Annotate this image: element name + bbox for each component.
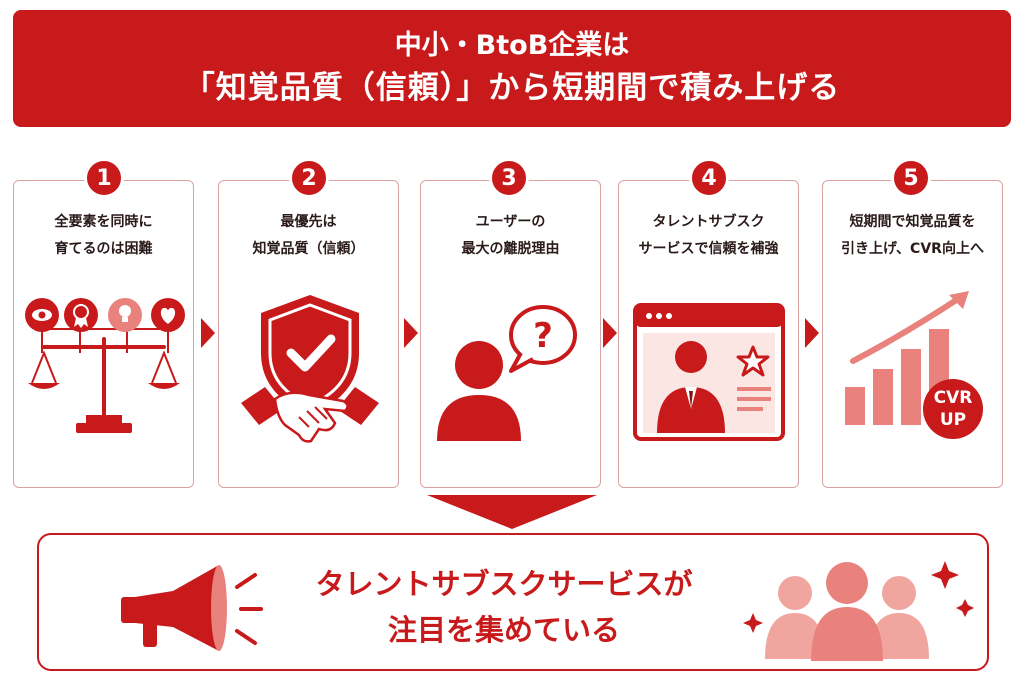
chevron-right-icon	[805, 318, 819, 348]
step-card-4: タレントサブスク サービスで信頼を補強	[618, 180, 799, 488]
header-title-line1: 中小・BtoB企業は	[394, 29, 630, 61]
cvr-up-label-line1: CVR	[934, 388, 973, 408]
question-bubble-icon: ?	[509, 305, 577, 373]
sparkle-icon	[931, 561, 959, 589]
browser-window-icon	[633, 303, 785, 441]
step-number-badge-4: 4	[689, 158, 729, 198]
conclusion-line2: 注目を集めている	[387, 613, 620, 647]
step-caption: タレントサブスク サービスで信頼を補強	[619, 209, 798, 263]
step-caption-line1: 短期間で知覚品質を	[849, 214, 976, 230]
cvr-up-label-line2: UP	[940, 410, 966, 430]
step-number-badge-3: 3	[489, 158, 529, 198]
conclusion-line1: タレントサブスクサービスが	[315, 567, 693, 601]
step-caption: 短期間で知覚品質を 引き上げ、CVR向上へ	[823, 209, 1002, 263]
down-arrow-icon	[427, 495, 597, 529]
step-number-badge-2: 2	[289, 158, 329, 198]
step-caption-line1: タレントサブスク	[652, 214, 765, 230]
chevron-right-icon	[201, 318, 215, 348]
conclusion-box: タレントサブスクサービスが 注目を集めている	[37, 533, 989, 671]
step-number-badge-1: 1	[84, 158, 124, 198]
user-question-illustration: ?	[437, 305, 577, 441]
header-banner: 中小・BtoB企業は 「知覚品質（信頼）」から短期間で積み上げる	[13, 10, 1011, 127]
sparkle-icon	[956, 599, 974, 617]
step-card-2: 最優先は 知覚品質（信頼）	[218, 180, 399, 488]
growth-chart-icon: CVR UP	[845, 291, 983, 439]
people-icon	[743, 561, 974, 661]
conclusion-message: タレントサブスクサービスが 注目を集めている	[309, 561, 699, 653]
sparkle-icon	[743, 613, 763, 633]
step-number-badge-5: 5	[891, 158, 931, 198]
step-card-1: 全要素を同時に 育てるのは困難	[13, 180, 194, 488]
medal-icon	[64, 298, 98, 332]
header-title-line2: 「知覚品質（信頼）」から短期間で積み上げる	[183, 69, 841, 106]
step-caption-line1: 最優先は	[280, 214, 337, 230]
handshake-icon	[241, 387, 379, 443]
star-icon	[736, 345, 770, 377]
step-caption-line2: 引き上げ、CVR向上へ	[841, 241, 984, 257]
step-caption: 全要素を同時に 育てるのは困難	[14, 209, 193, 263]
step-caption-line1: ユーザーの	[475, 214, 546, 230]
chevron-right-icon	[603, 318, 617, 348]
step-caption-line2: 最大の離脱理由	[461, 241, 560, 257]
step-caption: 最優先は 知覚品質（信頼）	[219, 209, 398, 263]
cvr-up-badge	[923, 379, 983, 439]
megaphone-icon	[121, 565, 263, 651]
user-icon	[437, 341, 521, 441]
question-mark: ?	[533, 316, 553, 356]
step-caption-line2: 育てるのは困難	[54, 241, 153, 257]
step-caption-line2: 知覚品質（信頼）	[252, 241, 365, 257]
step-caption-line1: 全要素を同時に	[54, 214, 153, 230]
person-icon	[657, 341, 725, 433]
lightbulb-icon	[108, 298, 142, 332]
step-card-5: 短期間で知覚品質を 引き上げ、CVR向上へ CVR UP	[822, 180, 1003, 488]
eye-icon	[25, 298, 59, 332]
step-card-3: ユーザーの 最大の離脱理由 ?	[420, 180, 601, 488]
step-caption-line2: サービスで信頼を補強	[638, 241, 779, 257]
shield-check-icon	[241, 295, 379, 443]
balance-scale-icon	[25, 298, 185, 433]
step-caption: ユーザーの 最大の離脱理由	[421, 209, 600, 263]
heart-icon	[151, 298, 185, 332]
chevron-right-icon	[404, 318, 418, 348]
